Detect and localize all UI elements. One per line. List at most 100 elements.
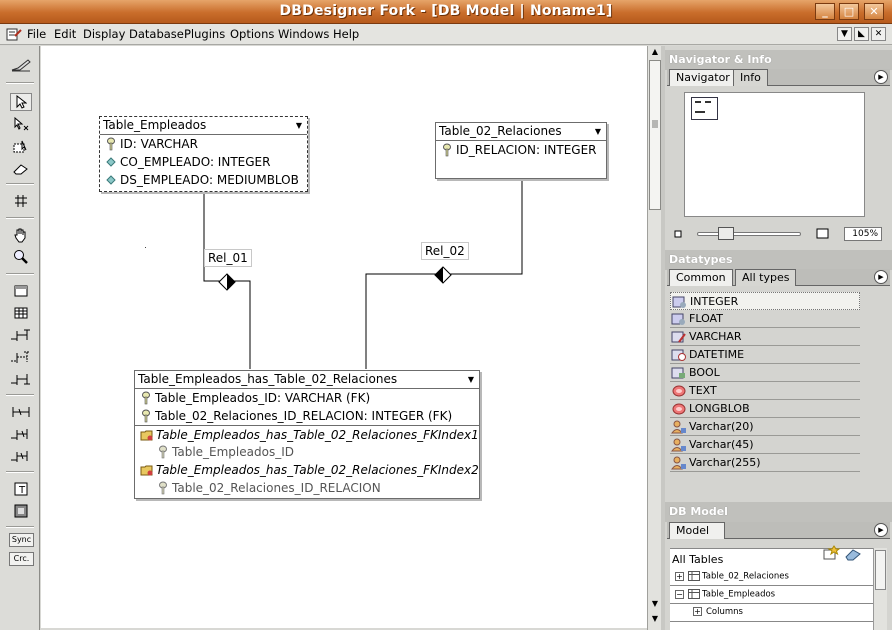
- menu-database[interactable]: Database: [129, 27, 184, 41]
- datatype-name: LONGBLOB: [689, 402, 750, 415]
- tree-node-columns[interactable]: +Columns: [693, 607, 743, 617]
- minimize-button[interactable]: _: [815, 3, 835, 20]
- table-empleados[interactable]: Table_Empleados ▼ ID: VARCHAR CO_EMPLEAD…: [99, 116, 308, 192]
- relation-11-sub-tool-icon[interactable]: [10, 425, 32, 443]
- menu-windows[interactable]: Windows: [278, 27, 330, 41]
- canvas-vscrollbar[interactable]: ▲ ▼ ▼: [647, 46, 661, 630]
- relation-11-tool-icon[interactable]: [10, 403, 32, 421]
- table-name: Table_02_Relaciones: [439, 124, 562, 138]
- note-tool-icon[interactable]: T: [10, 480, 32, 498]
- column-row[interactable]: Table_Empleados_ID: VARCHAR (FK): [135, 389, 479, 407]
- index-column-row[interactable]: Table_02_Relaciones_ID_RELACION: [135, 479, 479, 497]
- menu-edit[interactable]: Edit: [54, 27, 77, 41]
- grid-tool-icon[interactable]: [10, 192, 32, 210]
- index-row[interactable]: Table_Empleados_has_Table_02_Relaciones_…: [135, 461, 479, 479]
- tree-node-table[interactable]: +Table_02_Relaciones: [675, 571, 789, 582]
- mdi-close-button[interactable]: ✕: [871, 27, 886, 41]
- column-row[interactable]: DS_EMPLEADO: MEDIUMBLOB: [100, 171, 307, 189]
- tab-model[interactable]: Model: [669, 522, 725, 539]
- datatype-item[interactable]: DATETIME: [670, 346, 860, 364]
- table-dropdown-icon[interactable]: ▼: [467, 375, 474, 384]
- crc-button[interactable]: Crc.: [9, 552, 34, 566]
- hand-tool-icon[interactable]: [10, 226, 32, 244]
- table-dropdown-icon[interactable]: ▼: [594, 127, 601, 136]
- pen-tool-icon[interactable]: [10, 56, 32, 74]
- table-dropdown-icon[interactable]: ▼: [295, 121, 302, 130]
- navigator-preview[interactable]: [684, 92, 865, 217]
- relation-1n-sub-tool-icon[interactable]: [10, 348, 32, 366]
- column-row[interactable]: CO_EMPLEADO: INTEGER: [100, 153, 307, 171]
- table-header[interactable]: Table_Empleados ▼: [100, 117, 307, 135]
- datatype-item[interactable]: BOOL: [670, 364, 860, 382]
- datatype-item[interactable]: Varchar(255): [670, 454, 860, 472]
- datatype-item[interactable]: Varchar(45): [670, 436, 860, 454]
- close-button[interactable]: ✕: [864, 3, 884, 20]
- table-header[interactable]: Table_02_Relaciones ▼: [436, 123, 606, 141]
- scroll-up-icon[interactable]: ▲: [651, 47, 659, 56]
- model-tree-scroll-thumb[interactable]: [875, 550, 886, 590]
- menu-file[interactable]: File: [27, 27, 47, 41]
- menu-plugins[interactable]: Plugins: [184, 27, 226, 41]
- relation-1n-tool-icon[interactable]: [10, 326, 32, 344]
- index-name: Table_Empleados_has_Table_02_Relaciones_…: [156, 463, 479, 477]
- column-row[interactable]: ID: VARCHAR: [100, 135, 307, 153]
- index-row[interactable]: Table_Empleados_has_Table_02_Relaciones_…: [135, 425, 479, 443]
- rel-01-label[interactable]: Rel_01: [204, 249, 252, 267]
- datatype-item[interactable]: VARCHAR: [670, 328, 860, 346]
- model-tree[interactable]: All Tables +Table_02_Relaciones −Table_E…: [670, 545, 873, 630]
- rel-02-label[interactable]: Rel_02: [421, 242, 469, 260]
- sync-button[interactable]: Sync: [9, 533, 34, 547]
- model-canvas[interactable]: Rel_01 Rel_02 Table_Empleados ▼ ID: VARC…: [41, 46, 647, 628]
- new-view-tool-icon[interactable]: [10, 304, 32, 322]
- table-02-relaciones[interactable]: Table_02_Relaciones ▼ ID_RELACION: INTEG…: [435, 122, 607, 179]
- table-empleados-has-relaciones[interactable]: Table_Empleados_has_Table_02_Relaciones …: [134, 370, 480, 499]
- table-name: Table_Empleados_has_Table_02_Relaciones: [138, 372, 398, 386]
- panel-splitter[interactable]: [661, 46, 665, 630]
- model-tree-scrollbar[interactable]: [873, 548, 887, 630]
- select-area-tool-icon[interactable]: [10, 138, 32, 156]
- new-table-icon[interactable]: [822, 545, 840, 561]
- tab-scroll-right-icon[interactable]: ▶: [874, 270, 888, 284]
- menu-help[interactable]: Help: [333, 27, 360, 41]
- scroll-down-icon-2[interactable]: ▼: [651, 614, 659, 623]
- table-header[interactable]: Table_Empleados_has_Table_02_Relaciones …: [135, 371, 479, 389]
- scroll-thumb[interactable]: [649, 60, 661, 210]
- column-row[interactable]: ID_RELACION: INTEGER: [436, 141, 606, 159]
- zoom-slider-track[interactable]: [697, 232, 801, 236]
- relation-1n-nonid-tool-icon[interactable]: [10, 447, 32, 465]
- zoom-tool-icon[interactable]: [10, 248, 32, 266]
- mdi-restore-button[interactable]: ◣: [854, 27, 869, 41]
- datatype-item[interactable]: INTEGER: [670, 292, 860, 310]
- datatype-item[interactable]: FLOAT: [670, 310, 860, 328]
- zoom-level-field[interactable]: 105%: [844, 227, 882, 241]
- navigator-viewport[interactable]: [691, 97, 719, 121]
- menu-options[interactable]: Options: [230, 27, 275, 41]
- relation-nm-tool-icon[interactable]: [10, 370, 32, 388]
- datatype-item[interactable]: Varchar(20): [670, 418, 860, 436]
- new-table-tool-icon[interactable]: [10, 282, 32, 300]
- tab-scroll-right-icon[interactable]: ▶: [874, 70, 888, 84]
- tab-info[interactable]: Info: [733, 69, 768, 86]
- mdi-menu-button[interactable]: ▼: [837, 27, 852, 41]
- tab-all-types[interactable]: All types: [735, 269, 797, 286]
- index-column-row[interactable]: Table_Empleados_ID: [135, 443, 479, 461]
- tab-common[interactable]: Common: [669, 269, 733, 286]
- tree-node-table[interactable]: −Table_Empleados: [675, 589, 776, 600]
- primary-key-icon: [142, 391, 150, 405]
- tab-scroll-right-icon[interactable]: ▶: [874, 523, 888, 537]
- tab-navigator[interactable]: Navigator: [669, 69, 737, 86]
- delete-table-icon[interactable]: [844, 547, 862, 561]
- scroll-down-icon[interactable]: ▼: [651, 599, 659, 608]
- column-text: CO_EMPLEADO: INTEGER: [120, 155, 271, 169]
- datatype-item[interactable]: LONGBLOB: [670, 400, 860, 418]
- eraser-tool-icon[interactable]: [10, 160, 32, 178]
- menu-display[interactable]: Display: [83, 27, 126, 41]
- move-tool-icon[interactable]: [10, 116, 32, 134]
- zoom-slider-thumb[interactable]: [718, 227, 734, 240]
- pointer-tool-icon[interactable]: [10, 93, 32, 111]
- datatype-name: Varchar(45): [689, 438, 754, 451]
- maximize-button[interactable]: □: [839, 3, 859, 20]
- image-tool-icon[interactable]: [10, 502, 32, 520]
- column-row[interactable]: Table_02_Relaciones_ID_RELACION: INTEGER…: [135, 407, 479, 425]
- datatype-item[interactable]: TEXT: [670, 382, 860, 400]
